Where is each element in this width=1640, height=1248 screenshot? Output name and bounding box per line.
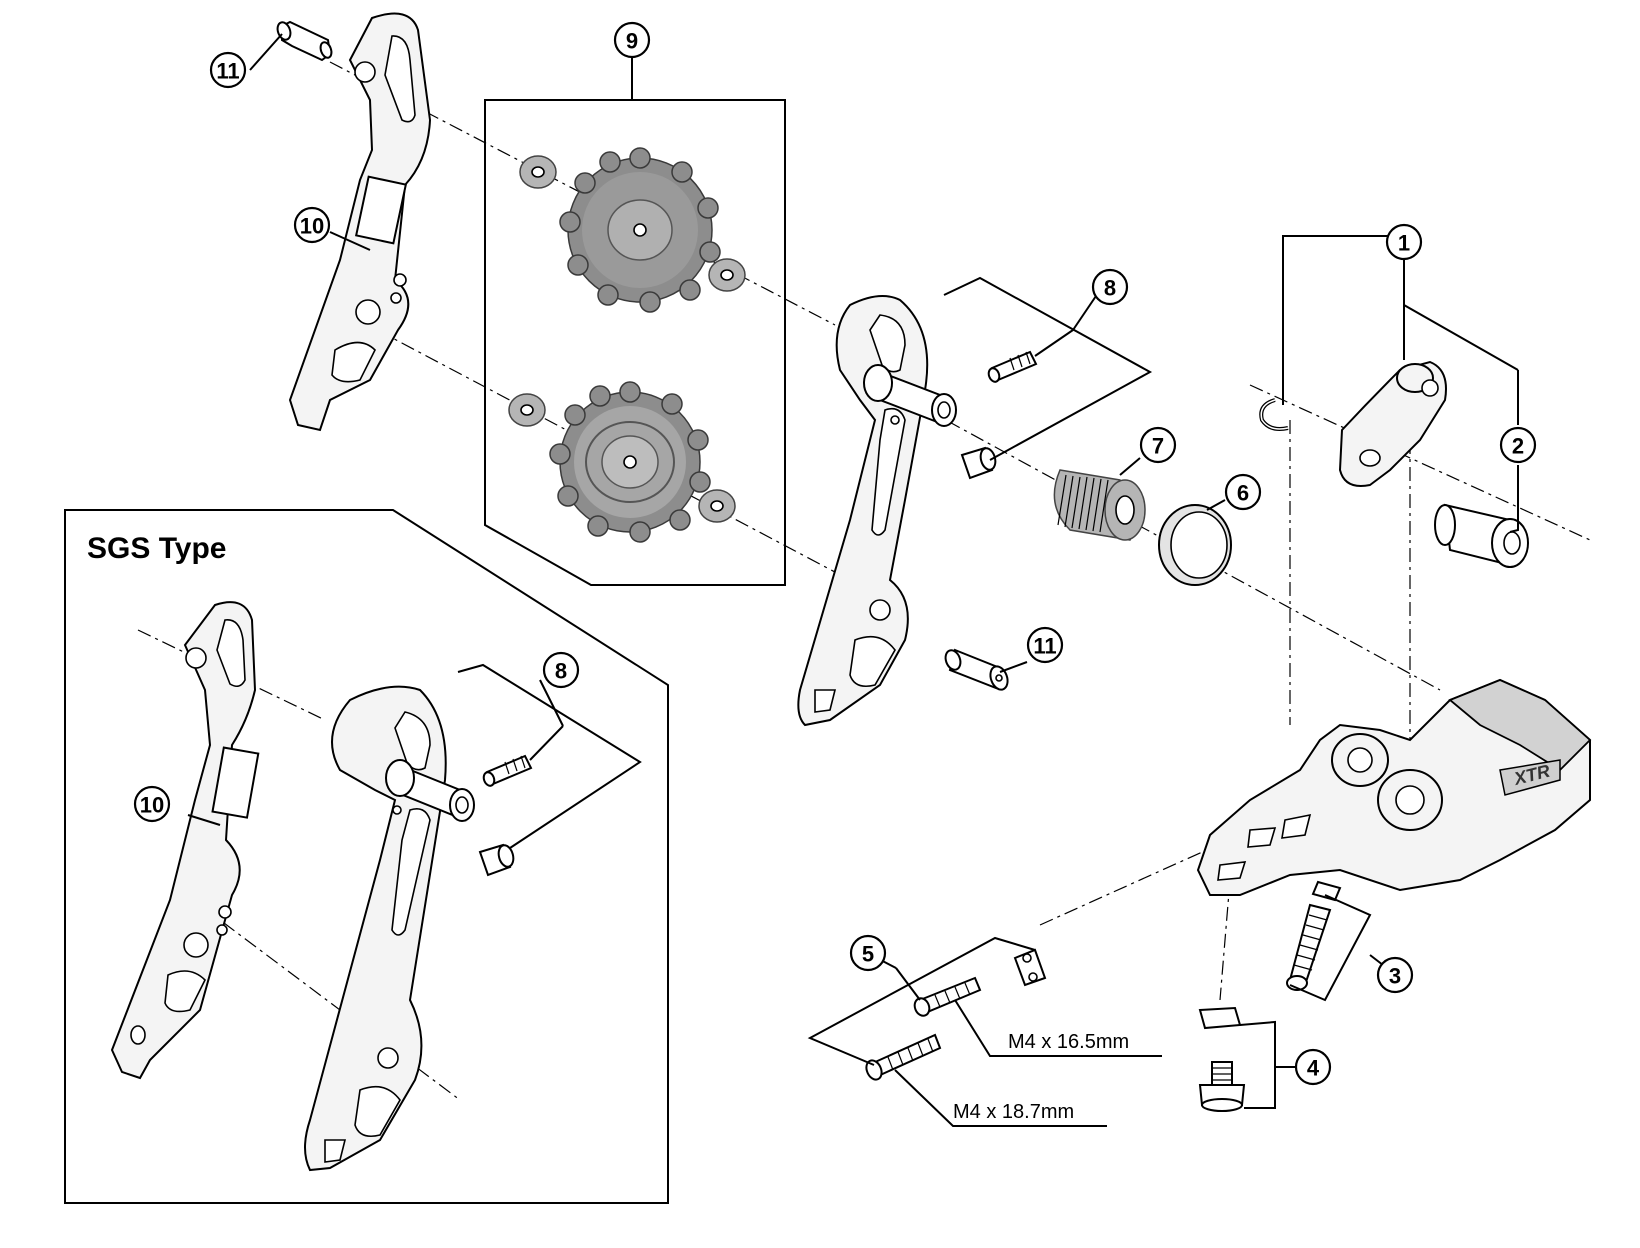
pivot-pin-top — [276, 20, 333, 62]
pivot-pin-bottom — [944, 648, 1009, 691]
svg-text:4: 4 — [1307, 1056, 1320, 1081]
callout-10: 10 — [293, 206, 331, 244]
sgs-outer-cage-plate — [110, 601, 260, 1080]
callout-10-inset: 10 — [133, 785, 171, 823]
pulley-set-box — [484, 99, 786, 586]
seal-ring — [1158, 504, 1232, 586]
callout-8: 8 — [1091, 268, 1129, 306]
svg-text:8: 8 — [555, 659, 567, 684]
svg-text:2: 2 — [1512, 434, 1524, 459]
callout-1: 1 — [1385, 223, 1423, 261]
outer-cage-plate — [288, 12, 432, 432]
svg-text:7: 7 — [1152, 434, 1164, 459]
svg-text:5: 5 — [862, 942, 874, 967]
callout-11-lower: 11 — [1026, 626, 1064, 664]
svg-text:10: 10 — [300, 214, 324, 239]
sgs-inner-cage-plate — [304, 685, 475, 1172]
cage-screw — [960, 446, 997, 480]
callout-9: 9 — [613, 21, 651, 59]
inner-cage-plate — [797, 295, 957, 727]
callout-8-inset: 8 — [542, 651, 580, 689]
svg-text:3: 3 — [1389, 964, 1401, 989]
sgs-type-inset: SGS Type — [64, 509, 669, 1204]
cage-stop-pin — [987, 350, 1038, 383]
inset-title: SGS Type — [87, 532, 226, 565]
svg-text:9: 9 — [626, 29, 638, 54]
tension-spring — [1053, 469, 1146, 541]
svg-text:10: 10 — [140, 793, 164, 818]
bracket-axle-unit — [1259, 360, 1529, 568]
svg-text:1: 1 — [1398, 231, 1410, 256]
callout-6: 6 — [1224, 473, 1262, 511]
guide-pulley — [559, 147, 721, 313]
cable-fixing-bolt — [1198, 1006, 1246, 1112]
long-bolt-spec: M4 x 18.7mm — [953, 1101, 1074, 1123]
callout-11-top: 11 — [209, 51, 247, 89]
sgs-cage-screw — [478, 843, 515, 877]
tension-pulley — [549, 381, 711, 543]
callout-2: 2 — [1499, 426, 1537, 464]
callout-5: 5 — [849, 934, 887, 972]
bracket-axle-bolt — [1434, 503, 1529, 568]
svg-text:11: 11 — [216, 59, 239, 84]
cable-link-bolts — [865, 948, 1047, 1081]
short-bolt-spec: M4 x 16.5mm — [1008, 1031, 1129, 1053]
sgs-cage-stop-pin — [482, 754, 533, 787]
callout-7: 7 — [1139, 426, 1177, 464]
callout-4: 4 — [1294, 1048, 1332, 1086]
derailleur-main-body: XTR — [1196, 678, 1592, 896]
callout-3: 3 — [1376, 956, 1414, 994]
svg-text:11: 11 — [1033, 634, 1056, 659]
svg-text:8: 8 — [1104, 276, 1116, 301]
svg-text:6: 6 — [1237, 481, 1249, 506]
